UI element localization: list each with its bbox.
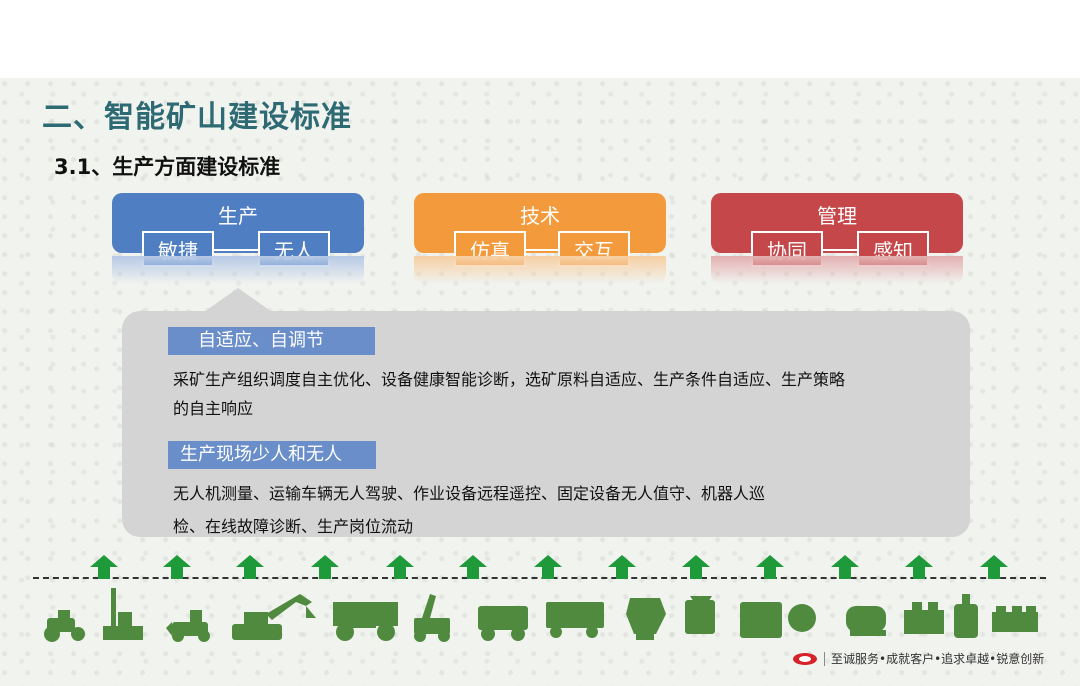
- text-line: 采矿生产组织调度自主优化、设备健康智能诊断，选矿原料自适应、生产条件自适应、生产…: [173, 370, 846, 389]
- drill-rig-icon: [103, 588, 143, 640]
- loader-icon: [166, 610, 210, 642]
- up-arrow-icon: [980, 555, 1008, 579]
- up-arrow-icon: [682, 555, 710, 579]
- chip-connector: [212, 249, 272, 251]
- thickener-icon: [954, 594, 978, 638]
- text-line: 检、在线故障诊断、生产岗位流动: [173, 517, 414, 536]
- transport-truck-icon: [546, 602, 604, 638]
- category-management: 管理 协同 感知: [711, 193, 963, 267]
- panel-pointer: [204, 288, 272, 312]
- reflection: [711, 256, 963, 284]
- up-arrow-icon: [311, 555, 339, 579]
- section-tag-adaptive: 自适应、自调节: [168, 327, 375, 355]
- equipment-row: [44, 588, 1038, 642]
- dashed-divider: [33, 577, 1046, 579]
- category-title: 管理: [817, 204, 857, 228]
- category-title: 生产: [218, 204, 258, 228]
- footer-slogan: 至诚服务•成就客户•追求卓越•锐意创新: [831, 652, 1045, 666]
- text-line: 无人机测量、运输车辆无人驾驶、作业设备远程遥控、固定设备无人值守、机器人巡: [173, 484, 766, 503]
- up-arrow-icon: [756, 555, 784, 579]
- up-arrow-icon: [905, 555, 933, 579]
- flotation-cell-icon: [904, 602, 944, 634]
- jaw-crusher-icon: [740, 602, 816, 638]
- up-arrow-icon: [831, 555, 859, 579]
- ball-mill-icon: [846, 606, 886, 636]
- dump-truck-icon: [333, 602, 398, 641]
- reflection: [414, 256, 666, 284]
- up-arrow-icon: [608, 555, 636, 579]
- up-arrow-icon: [90, 555, 118, 579]
- up-arrow-icon: [236, 555, 264, 579]
- section-tag-unmanned: 生产现场少人和无人: [168, 441, 376, 469]
- category-title: 技术: [520, 204, 560, 228]
- chip-connector: [514, 249, 574, 251]
- up-arrow-icon: [459, 555, 487, 579]
- section-text-unmanned: 无人机测量、运输车辆无人驾驶、作业设备远程遥控、固定设备无人值守、机器人巡 检、…: [173, 479, 765, 541]
- footer: 至诚服务•成就客户•追求卓越•锐意创新: [792, 650, 1044, 667]
- cone-crusher-icon: [685, 596, 715, 634]
- excavator-icon: [232, 594, 316, 640]
- footer-separator: [824, 651, 825, 666]
- roller-icon: [44, 610, 85, 642]
- up-arrow-icon: [534, 555, 562, 579]
- category-technology: 技术 仿真 交互: [414, 193, 666, 267]
- reflection: [112, 256, 364, 284]
- up-arrow-icon: [163, 555, 191, 579]
- page-title: 二、智能矿山建设标准: [42, 100, 352, 135]
- company-logo-icon: [793, 652, 817, 665]
- filter-press-icon: [992, 606, 1038, 632]
- chip-connector: [811, 249, 871, 251]
- crusher-icon: [626, 598, 666, 640]
- section-subtitle: 3.1、生产方面建设标准: [54, 155, 281, 179]
- up-arrow-icon: [386, 555, 414, 579]
- mining-truck-icon: [478, 606, 528, 641]
- slide: 二、智能矿山建设标准 3.1、生产方面建设标准 生产 敏捷 无人 技术 仿真 交…: [0, 78, 1080, 686]
- category-production: 生产 敏捷 无人: [112, 193, 364, 267]
- scaler-icon: [414, 594, 450, 642]
- section-text-adaptive: 采矿生产组织调度自主优化、设备健康智能诊断，选矿原料自适应、生产条件自适应、生产…: [173, 365, 845, 423]
- text-line: 的自主响应: [173, 399, 254, 418]
